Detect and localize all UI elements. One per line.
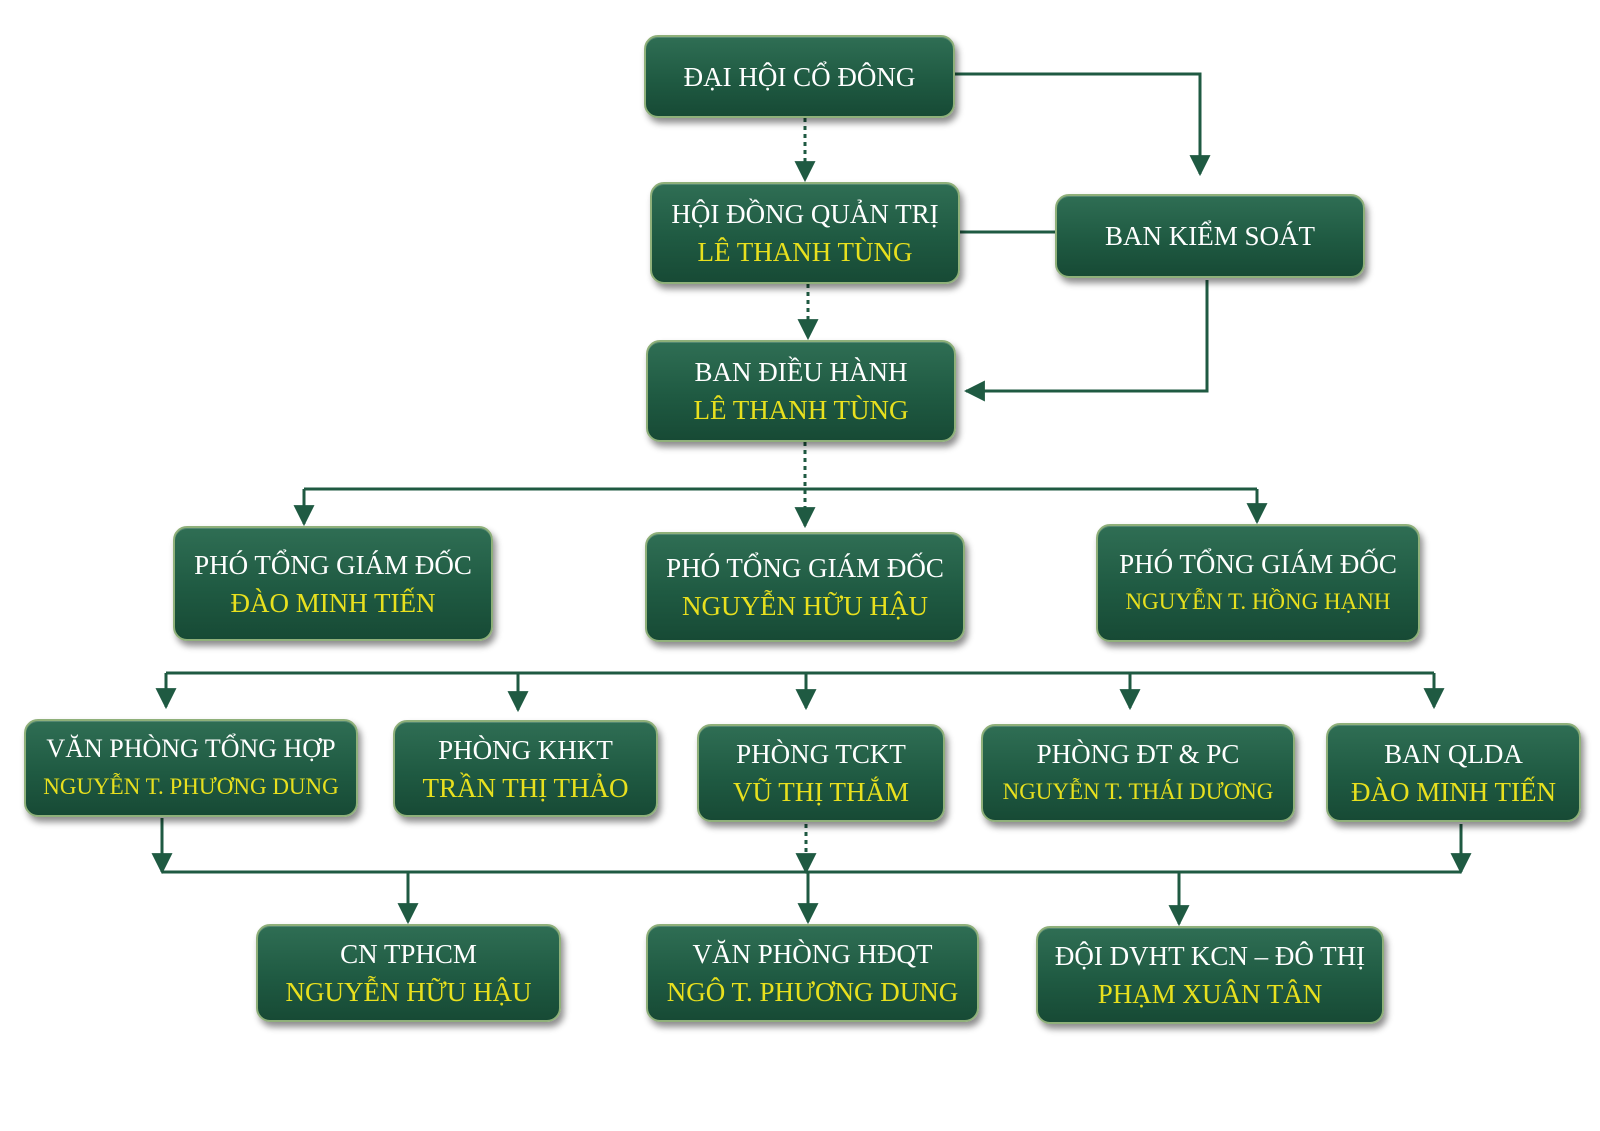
executive-title: BAN ĐIỀU HÀNH — [694, 357, 908, 387]
shareholders-meeting-box: ĐẠI HỘI CỔ ĐÔNG — [644, 35, 955, 118]
unit-head-name: PHẠM XUÂN TÂN — [1097, 979, 1323, 1009]
unit-head-name: NGÔ T. PHƯƠNG DUNG — [666, 977, 959, 1007]
deputy-director-box: PHÓ TỔNG GIÁM ĐỐC NGUYỄN T. HỒNG HẠNH — [1096, 524, 1420, 642]
department-box: PHÒNG ĐT & PC NGUYỄN T. THÁI DƯƠNG — [981, 724, 1295, 822]
department-head-name: NGUYỄN T. THÁI DƯƠNG — [1002, 779, 1274, 804]
deputy-name: NGUYỄN T. HỒNG HẠNH — [1125, 589, 1391, 614]
executive-board-box: BAN ĐIỀU HÀNH LÊ THANH TÙNG — [646, 340, 956, 442]
unit-box: ĐỘI DVHT KCN – ĐÔ THỊ PHẠM XUÂN TÂN — [1036, 926, 1384, 1024]
unit-head-name: NGUYỄN HỮU HẬU — [285, 977, 532, 1007]
unit-title: ĐỘI DVHT KCN – ĐÔ THỊ — [1054, 941, 1366, 971]
unit-box: VĂN PHÒNG HĐQT NGÔ T. PHƯƠNG DUNG — [646, 924, 979, 1022]
department-title: PHÒNG ĐT & PC — [1036, 739, 1240, 769]
board-of-directors-box: HỘI ĐỒNG QUẢN TRỊ LÊ THANH TÙNG — [650, 182, 960, 284]
unit-box: CN TPHCM NGUYỄN HỮU HẬU — [256, 924, 561, 1022]
department-box: BAN QLDA ĐÀO MINH TIẾN — [1326, 723, 1581, 822]
department-box: PHÒNG KHKT TRẦN THỊ THẢO — [393, 720, 658, 817]
department-head-name: NGUYỄN T. PHƯƠNG DUNG — [43, 774, 339, 799]
deputy-title: PHÓ TỔNG GIÁM ĐỐC — [194, 549, 472, 580]
department-head-name: VŨ THỊ THẮM — [732, 777, 909, 807]
executive-name: LÊ THANH TÙNG — [693, 395, 909, 425]
department-title: VĂN PHÒNG TỔNG HỢP — [46, 734, 336, 763]
supervisory-board-box: BAN KIỂM SOÁT — [1055, 194, 1365, 278]
board-chair-name: LÊ THANH TÙNG — [697, 237, 913, 267]
connector-shareholders-supervisory — [955, 72, 1211, 177]
shareholders-meeting-title: ĐẠI HỘI CỔ ĐÔNG — [683, 61, 916, 92]
deputy-director-box: PHÓ TỔNG GIÁM ĐỐC ĐÀO MINH TIẾN — [173, 526, 493, 641]
deputy-title: PHÓ TỔNG GIÁM ĐỐC — [666, 553, 944, 583]
unit-title: CN TPHCM — [340, 939, 477, 969]
department-box: PHÒNG TCKT VŨ THỊ THẮM — [697, 724, 945, 822]
department-title: BAN QLDA — [1384, 738, 1523, 769]
deputy-director-box: PHÓ TỔNG GIÁM ĐỐC NGUYỄN HỮU HẬU — [645, 532, 965, 642]
department-title: PHÒNG TCKT — [736, 739, 906, 769]
connector-supervisory-executive — [963, 280, 1209, 402]
deputy-name: ĐÀO MINH TIẾN — [230, 587, 436, 618]
deputy-title: PHÓ TỔNG GIÁM ĐỐC — [1119, 549, 1397, 579]
department-title: PHÒNG KHKT — [438, 734, 613, 765]
department-head-name: ĐÀO MINH TIẾN — [1351, 776, 1556, 807]
department-head-name: TRẦN THỊ THẢO — [422, 772, 629, 803]
unit-title: VĂN PHÒNG HĐQT — [692, 939, 933, 969]
supervisory-title: BAN KIỂM SOÁT — [1104, 221, 1315, 251]
board-title: HỘI ĐỒNG QUẢN TRỊ — [671, 199, 939, 229]
deputy-name: NGUYỄN HỮU HẬU — [682, 591, 928, 621]
department-box: VĂN PHÒNG TỔNG HỢP NGUYỄN T. PHƯƠNG DUNG — [24, 719, 358, 817]
